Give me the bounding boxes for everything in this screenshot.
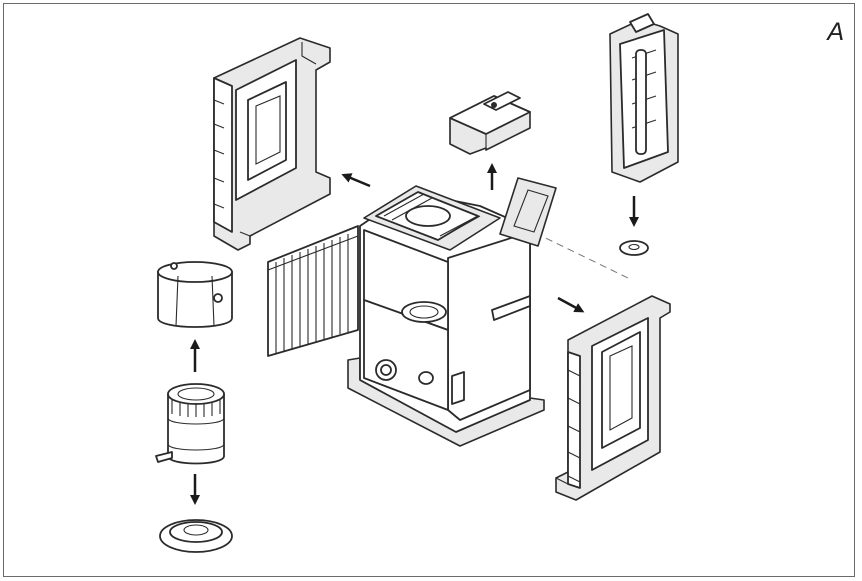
burner-base-plate bbox=[159, 519, 233, 553]
burner-assembly bbox=[155, 383, 225, 465]
direction-arrows bbox=[190, 163, 639, 505]
ring-washer bbox=[619, 240, 649, 256]
arrow-left-panel bbox=[341, 173, 371, 188]
top-control-unit bbox=[449, 91, 531, 155]
combustion-cylinder bbox=[157, 261, 233, 328]
figure-label: A bbox=[827, 18, 844, 46]
right-side-panel bbox=[555, 295, 671, 501]
arrow-right-panel bbox=[557, 296, 585, 313]
left-side-panel bbox=[213, 37, 331, 251]
slatted-side-panel bbox=[267, 225, 359, 357]
heater-body bbox=[347, 177, 557, 447]
right-rear-cover bbox=[609, 13, 679, 183]
